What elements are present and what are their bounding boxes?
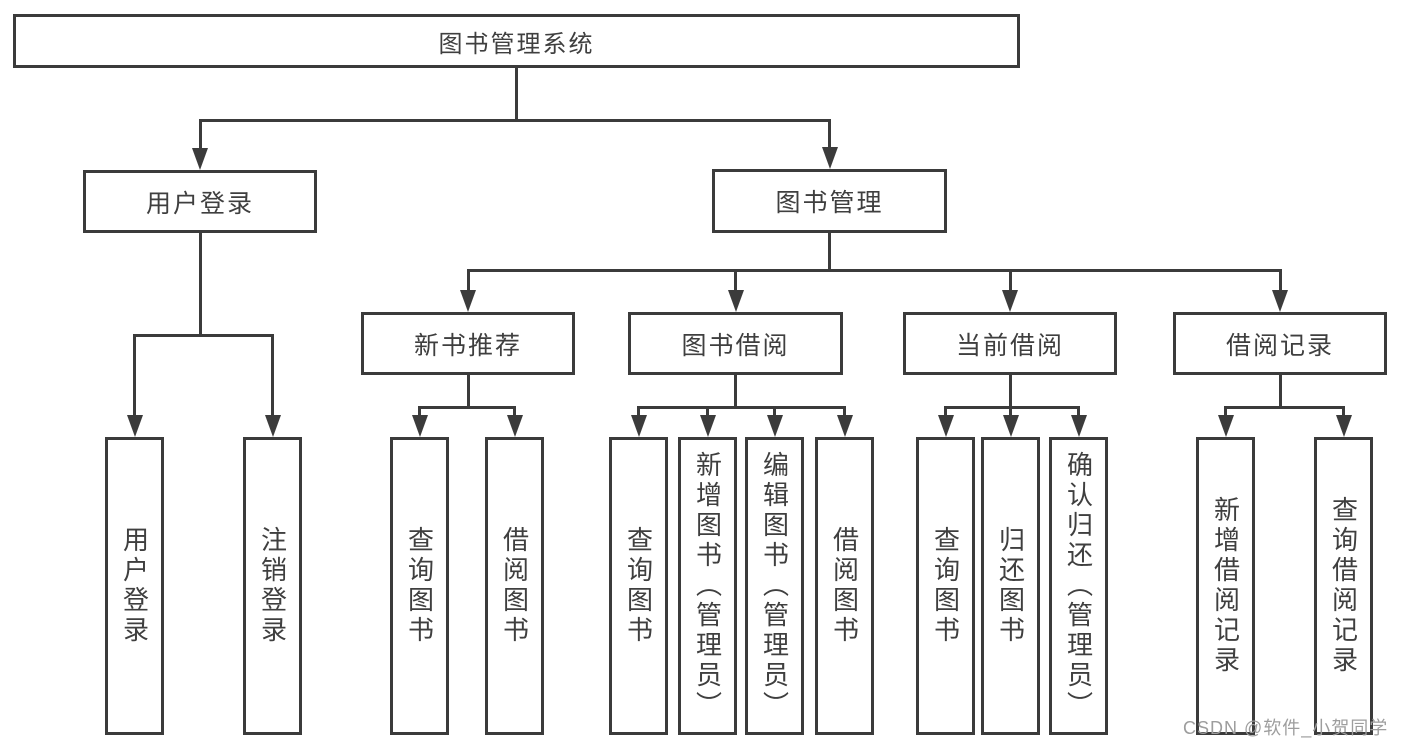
connector-drop xyxy=(637,407,640,417)
node-user-login: 用户登录 xyxy=(83,170,317,233)
node-label-login: 用户登录 xyxy=(119,526,150,646)
connector-rail xyxy=(133,333,274,337)
connector-drop xyxy=(1008,270,1012,292)
node-system: 图书管理系统 xyxy=(13,14,1020,68)
node-label-return-books: 归还图书 xyxy=(995,526,1026,646)
connector-drop xyxy=(133,335,136,417)
node-query-books-borrow: 查询图书 xyxy=(609,437,668,735)
connector-drop xyxy=(1224,407,1227,417)
node-label-query-books-recommend: 查询图书 xyxy=(404,526,435,646)
node-borrow-books-borrow: 借阅图书 xyxy=(815,437,874,735)
arrow-down-icon xyxy=(699,415,716,437)
connector-drop xyxy=(944,407,947,417)
arrow-down-icon xyxy=(630,415,647,437)
arrow-down-icon xyxy=(192,148,208,170)
arrow-down-icon xyxy=(506,415,523,437)
node-return-books: 归还图书 xyxy=(981,437,1040,735)
connector-drop xyxy=(843,407,846,417)
node-label-system: 图书管理系统 xyxy=(438,30,595,58)
connector-drop xyxy=(513,407,516,417)
connector-drop xyxy=(271,335,274,417)
connector-drop xyxy=(706,407,709,417)
arrow-down-icon xyxy=(727,290,744,312)
node-label-borrow-books-recommend: 借阅图书 xyxy=(499,526,530,646)
node-label-user-login: 用户登录 xyxy=(145,189,254,218)
node-label-new-book-recommend: 新书推荐 xyxy=(413,331,522,360)
node-label-query-borrow-record: 查询借阅记录 xyxy=(1328,496,1359,676)
node-confirm-return-admin: 确认归还（管理员） xyxy=(1049,437,1108,735)
arrow-down-icon xyxy=(1272,290,1288,312)
arrow-down-icon xyxy=(411,415,428,437)
connector-rail xyxy=(637,405,846,409)
node-label-borrow-books-borrow: 借阅图书 xyxy=(829,526,860,646)
node-borrowing-records: 借阅记录 xyxy=(1173,312,1387,375)
node-book-management: 图书管理 xyxy=(712,169,947,233)
connector-rail xyxy=(1224,405,1345,409)
connector-rail xyxy=(466,268,1282,272)
connector-rail xyxy=(418,405,516,409)
node-borrow-books-recommend: 借阅图书 xyxy=(485,437,544,735)
connector-drop xyxy=(734,270,737,292)
connector-drop xyxy=(418,407,421,417)
arrow-down-icon xyxy=(766,415,783,437)
node-label-book-borrowing: 图书借阅 xyxy=(681,331,790,360)
node-label-borrowing-records: 借阅记录 xyxy=(1225,331,1334,360)
arrow-down-icon xyxy=(836,415,853,437)
node-current-borrowing: 当前借阅 xyxy=(903,312,1117,375)
watermark-text: CSDN @软件_小贺同学 xyxy=(1183,718,1389,738)
node-query-borrow-record: 查询借阅记录 xyxy=(1314,437,1373,735)
connector-drop xyxy=(1077,407,1080,417)
node-label-add-borrow-record: 新增借阅记录 xyxy=(1210,496,1241,676)
arrow-down-icon xyxy=(1002,290,1018,312)
connector-drop xyxy=(1009,407,1012,417)
arrow-down-icon xyxy=(264,415,281,437)
node-label-current-borrowing: 当前借阅 xyxy=(955,331,1064,360)
node-add-books-admin: 新增图书（管理员） xyxy=(678,437,737,735)
arrow-down-icon xyxy=(1217,415,1234,437)
arrow-down-icon xyxy=(1002,415,1019,437)
connector-stem xyxy=(1278,373,1282,409)
connector-drop xyxy=(828,120,831,149)
connector-rail xyxy=(198,118,831,122)
node-label-edit-books-admin: 编辑图书（管理员） xyxy=(759,451,790,721)
node-query-books-current: 查询图书 xyxy=(916,437,975,735)
node-book-borrowing: 图书借阅 xyxy=(628,312,843,375)
arrow-down-icon xyxy=(1335,415,1352,437)
connector-stem xyxy=(466,373,470,409)
connector-stem xyxy=(515,66,518,122)
node-label-query-books-borrow: 查询图书 xyxy=(623,526,654,646)
node-label-add-books-admin: 新增图书（管理员） xyxy=(692,451,723,721)
arrow-down-icon xyxy=(1070,415,1087,437)
node-query-books-recommend: 查询图书 xyxy=(390,437,449,735)
node-label-logout: 注销登录 xyxy=(257,526,288,646)
arrow-down-icon xyxy=(126,415,143,437)
node-new-book-recommend: 新书推荐 xyxy=(361,312,575,375)
arrow-down-icon xyxy=(821,147,838,169)
connector-rail xyxy=(944,405,1080,409)
connector-stem xyxy=(828,231,831,272)
node-edit-books-admin: 编辑图书（管理员） xyxy=(745,437,804,735)
connector-drop xyxy=(466,270,470,292)
connector-drop xyxy=(198,120,202,150)
node-label-query-books-current: 查询图书 xyxy=(930,526,961,646)
node-login: 用户登录 xyxy=(105,437,164,735)
arrow-down-icon xyxy=(937,415,954,437)
connector-stem xyxy=(734,373,737,409)
connector-drop xyxy=(1342,407,1345,417)
connector-stem xyxy=(198,231,202,337)
node-label-book-management: 图书管理 xyxy=(775,189,884,217)
arrow-down-icon xyxy=(460,290,476,312)
node-add-borrow-record: 新增借阅记录 xyxy=(1196,437,1255,735)
node-logout: 注销登录 xyxy=(243,437,302,735)
connector-drop xyxy=(773,407,776,417)
connector-drop xyxy=(1278,270,1282,292)
node-label-confirm-return-admin: 确认归还（管理员） xyxy=(1063,451,1094,721)
connector-stem xyxy=(1008,373,1012,409)
